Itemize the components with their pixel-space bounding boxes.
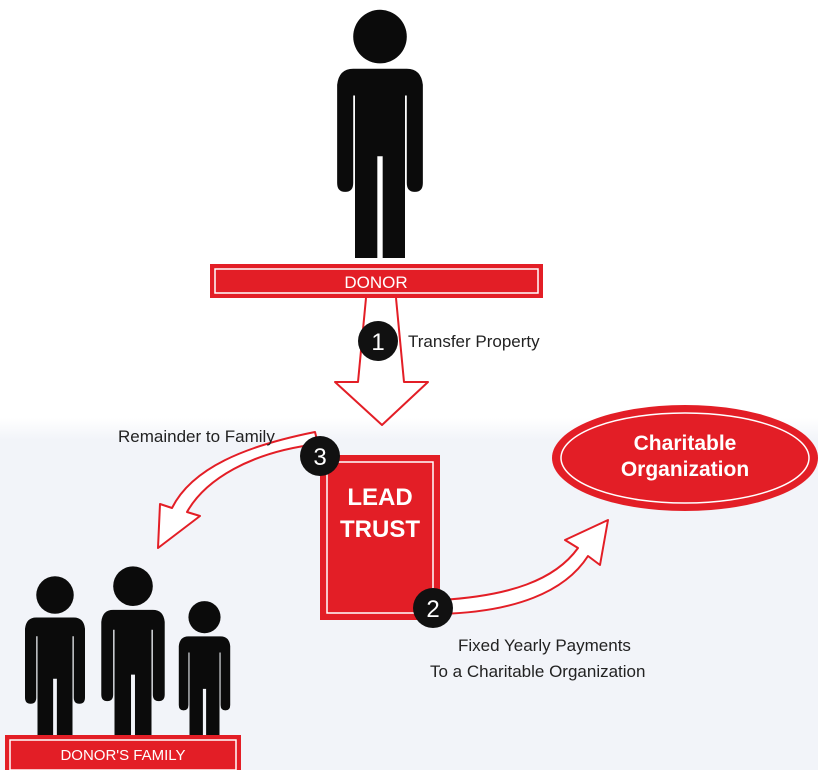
trust-line-2: TRUST — [340, 516, 420, 543]
step-1-badge: 1 — [358, 321, 398, 361]
transfer-arrow — [334, 297, 429, 426]
step-2-text-2: To a Charitable Organization — [430, 662, 645, 681]
step-2-text: Fixed Yearly Payments — [458, 636, 631, 655]
donor-person-icon — [337, 9, 423, 258]
family-person-center-icon — [101, 566, 165, 750]
trust-line-1: LEAD — [347, 484, 412, 511]
charity-ellipse: Charitable Organization — [552, 405, 818, 511]
family-person-left-icon — [25, 576, 85, 750]
family-person-right-icon — [178, 601, 231, 750]
remainder-arrow — [157, 431, 319, 549]
payments-arrow — [439, 519, 609, 615]
lead-trust-box: LEAD TRUST — [320, 455, 440, 620]
step-1-text: Transfer Property — [408, 332, 540, 351]
charity-line-2: Organization — [621, 458, 749, 481]
step-3-number: 3 — [313, 444, 326, 471]
step-2-number: 2 — [426, 596, 439, 623]
donor-label: DONOR — [344, 273, 407, 292]
donor-label-box: DONOR — [210, 264, 543, 298]
family-label-box: DONOR'S FAMILY — [5, 735, 241, 770]
step-2-badge: 2 — [413, 588, 453, 628]
step-1-number: 1 — [371, 329, 384, 356]
step-3-badge: 3 — [300, 436, 340, 476]
charity-line-1: Charitable — [634, 432, 737, 455]
family-label: DONOR'S FAMILY — [60, 747, 185, 764]
family-icon — [25, 566, 231, 750]
step-3-text: Remainder to Family — [118, 427, 275, 446]
